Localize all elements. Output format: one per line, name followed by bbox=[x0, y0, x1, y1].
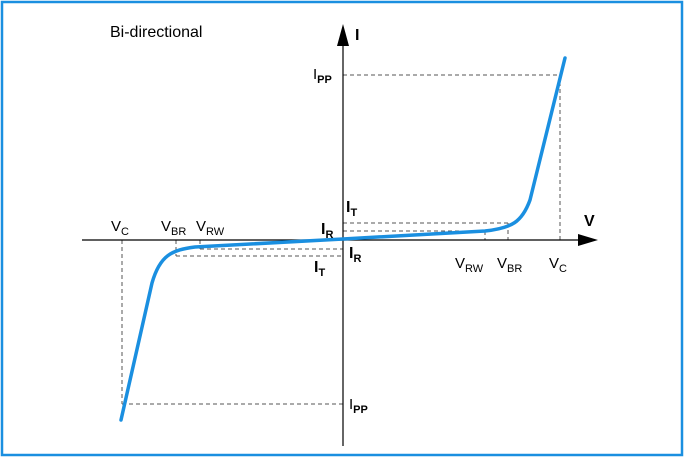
diagram-title: Bi-directional bbox=[110, 24, 202, 41]
y-axis-arrow bbox=[337, 24, 349, 46]
label-ipp-bottom: IPP bbox=[349, 396, 368, 416]
label-vbr-right: VBR bbox=[497, 255, 522, 275]
label-ipp-top: IPP bbox=[313, 66, 332, 86]
label-vrw-left: VRW bbox=[196, 218, 225, 238]
label-it-top: IT bbox=[346, 199, 357, 219]
y-axis-label: I bbox=[355, 27, 359, 44]
label-vbr-left: VBR bbox=[161, 218, 186, 238]
label-ir-bottom: IR bbox=[349, 245, 361, 265]
x-axis-arrow bbox=[578, 234, 598, 246]
label-ir-top: IR bbox=[321, 221, 333, 241]
guide-lines bbox=[121, 74, 561, 405]
label-vrw-right: VRW bbox=[455, 255, 484, 275]
label-vc-left: VC bbox=[111, 218, 129, 238]
iv-curve bbox=[119, 56, 567, 422]
x-axis-label: V bbox=[584, 213, 595, 230]
label-vc-right: VC bbox=[549, 255, 567, 275]
label-it-bottom: IT bbox=[314, 259, 325, 279]
